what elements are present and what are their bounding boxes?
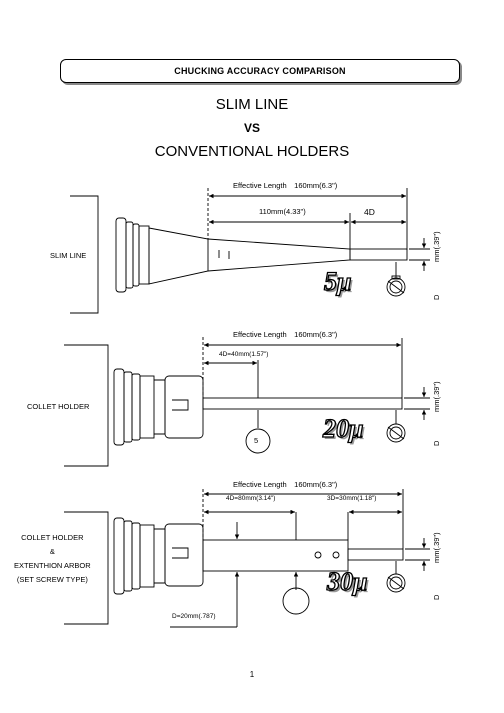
arbor-label-line: &: [49, 547, 55, 556]
collet-dim-4d: 4D=40mm(1.57"): [219, 351, 269, 358]
header-title: CHUCKING ACCURACY COMPARISON: [60, 59, 460, 83]
slim-effective-length: Effective Length 160mm(6.3"): [233, 181, 338, 190]
slim-line-drawing: [70, 188, 430, 314]
arbor-dim-4d: 4D=80mm(3.14"): [226, 495, 276, 502]
page-number: 1: [249, 670, 255, 679]
arbor-diameter-label: mm(.39"): [432, 532, 441, 563]
collet-holder-drawing: [64, 337, 430, 467]
arbor-drawing: [64, 489, 430, 628]
collet-effective-length: Effective Length 160mm(6.3"): [233, 330, 338, 339]
arbor-label-line: COLLET HOLDER: [21, 533, 84, 542]
collet-runout-value: 20μ: [322, 413, 364, 443]
slim-runout-value: 5μ: [323, 266, 352, 296]
arbor-d-letter: D: [432, 594, 441, 600]
slim-line-label: SLIM LINE: [50, 251, 87, 260]
slim-dim-4d: 4D: [364, 207, 375, 217]
arbor-label: COLLET HOLDER & EXTENTHION ARBOR (SET SC…: [14, 531, 91, 587]
title-conventional: CONVENTIONAL HOLDERS: [154, 143, 350, 160]
title-slim-line: SLIM LINE: [215, 96, 289, 113]
slim-dim-main: 110mm(4.33"): [259, 207, 306, 216]
slim-d-letter: D: [432, 294, 441, 300]
arbor-d-label: D=20mm(.787): [172, 613, 216, 620]
arbor-runout-value: 30μ: [326, 566, 368, 596]
slim-diameter-label: mm(.39"): [432, 231, 441, 262]
collet-d-letter: D: [432, 440, 441, 446]
arbor-dim-3d: 3D=30mm(1.18"): [327, 495, 377, 502]
title-vs: VS: [243, 121, 260, 135]
collet-gauge-circle-text: 5: [254, 436, 259, 445]
arbor-effective-length: Effective Length 160mm(6.3"): [233, 480, 338, 489]
arbor-label-line: (SET SCREW TYPE): [16, 575, 88, 584]
collet-diameter-label: mm(.39"): [432, 381, 441, 412]
collet-holder-label: COLLET HOLDER: [27, 402, 90, 411]
arbor-label-line: EXTENTHION ARBOR: [14, 561, 91, 570]
